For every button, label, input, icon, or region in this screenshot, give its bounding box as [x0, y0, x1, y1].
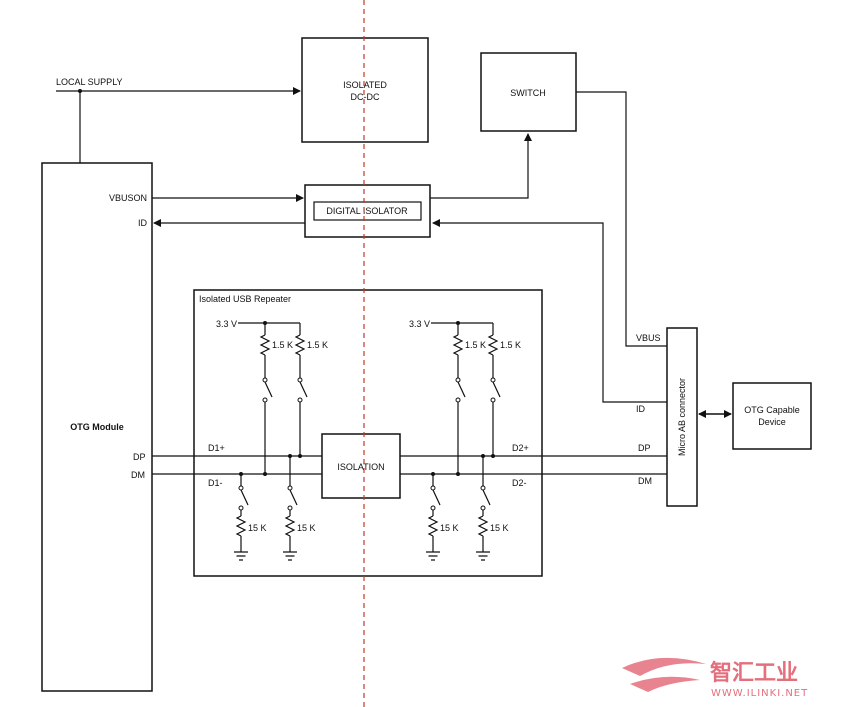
id-left-label: ID	[138, 218, 148, 228]
r15k-d-label: 1.5 K	[500, 340, 521, 350]
switch-right-b-icon	[492, 381, 501, 398]
switch-left-a-icon	[264, 381, 273, 398]
resistor-right-d-icon	[477, 515, 489, 537]
isolated-dcdc-label-2: DC-DC	[351, 92, 380, 102]
otg-module-label: OTG Module	[70, 422, 124, 432]
isolated-dcdc-label-1: ISOLATED	[343, 80, 387, 90]
ground-right-b-icon	[476, 551, 490, 561]
r15-a-label: 15 K	[248, 523, 267, 533]
switch-right-d-icon	[482, 489, 491, 506]
micro-ab-connector	[666, 327, 698, 507]
micro-ab-label: Micro AB connector	[677, 378, 687, 456]
resistor-left-d-icon	[284, 515, 296, 537]
switch-left-c-icon	[240, 489, 249, 506]
resistor-left-b-icon	[294, 334, 306, 356]
r15-c-label: 15 K	[440, 523, 459, 533]
r15k-a-label: 1.5 K	[272, 340, 293, 350]
isolator-to-switch-wire	[430, 133, 532, 199]
d1p-label: D1+	[208, 443, 225, 453]
r15k-b-label: 1.5 K	[307, 340, 328, 350]
ground-left-b-icon	[283, 551, 297, 561]
watermark-logo-icon	[622, 657, 706, 692]
d2m-label: D2-	[512, 478, 527, 488]
ground-right-a-icon	[426, 551, 440, 561]
resistor-left-c-icon	[235, 515, 247, 537]
otg-module-block	[41, 162, 153, 692]
otg-device-label-2: Device	[758, 417, 786, 427]
local-supply-label: LOCAL SUPPLY	[56, 77, 123, 87]
resistor-right-c-icon	[427, 515, 439, 537]
v33-left-label: 3.3 V	[216, 319, 237, 329]
watermark-cn: 智汇工业	[710, 660, 798, 686]
switch-label: SWITCH	[510, 88, 546, 98]
resistor-right-a-icon	[452, 334, 464, 356]
digital-isolator-label: DIGITAL ISOLATOR	[326, 206, 408, 216]
r15-b-label: 15 K	[297, 523, 316, 533]
vbuson-label: VBUSON	[109, 193, 147, 203]
switch-to-vbus-wire	[576, 91, 667, 347]
repeater-title: Isolated USB Repeater	[199, 294, 291, 304]
dm-right-junction	[456, 472, 460, 476]
dm-left-junction	[263, 472, 267, 476]
d1m-label: D1-	[208, 478, 223, 488]
otg-device-block	[732, 382, 812, 450]
switch-right-a-icon	[457, 381, 466, 398]
r15k-c-label: 1.5 K	[465, 340, 486, 350]
dp-left-label: DP	[133, 452, 146, 462]
dp-left-junction	[298, 454, 302, 458]
digital-isolator-inner	[313, 201, 422, 221]
id-right-wire	[432, 219, 667, 403]
resistor-left-a-icon	[259, 334, 271, 356]
switch-left-d-icon	[289, 489, 298, 506]
repeater-block	[193, 289, 543, 577]
otg-device-label-1: OTG Capable	[744, 405, 800, 415]
resistor-right-b-icon	[487, 334, 499, 356]
dm-left-label: DM	[131, 470, 145, 480]
switch-left-b-icon	[299, 381, 308, 398]
isolation-block	[321, 433, 401, 499]
vbus-label: VBUS	[636, 333, 661, 343]
isolation-label: ISOLATION	[337, 462, 384, 472]
digital-isolator-outer	[304, 184, 431, 238]
d2p-label: D2+	[512, 443, 529, 453]
dm-right-label: DM	[638, 476, 652, 486]
v33-right-label: 3.3 V	[409, 319, 430, 329]
ground-left-a-icon	[234, 551, 248, 561]
watermark-url: WWW.ILINKI.NET	[711, 688, 808, 699]
isolated-dcdc-block	[301, 37, 429, 143]
dp-right-junction	[491, 454, 495, 458]
r15-d-label: 15 K	[490, 523, 509, 533]
id-right-label: ID	[636, 404, 646, 414]
dp-right-label: DP	[638, 443, 651, 453]
switch-right-c-icon	[432, 489, 441, 506]
